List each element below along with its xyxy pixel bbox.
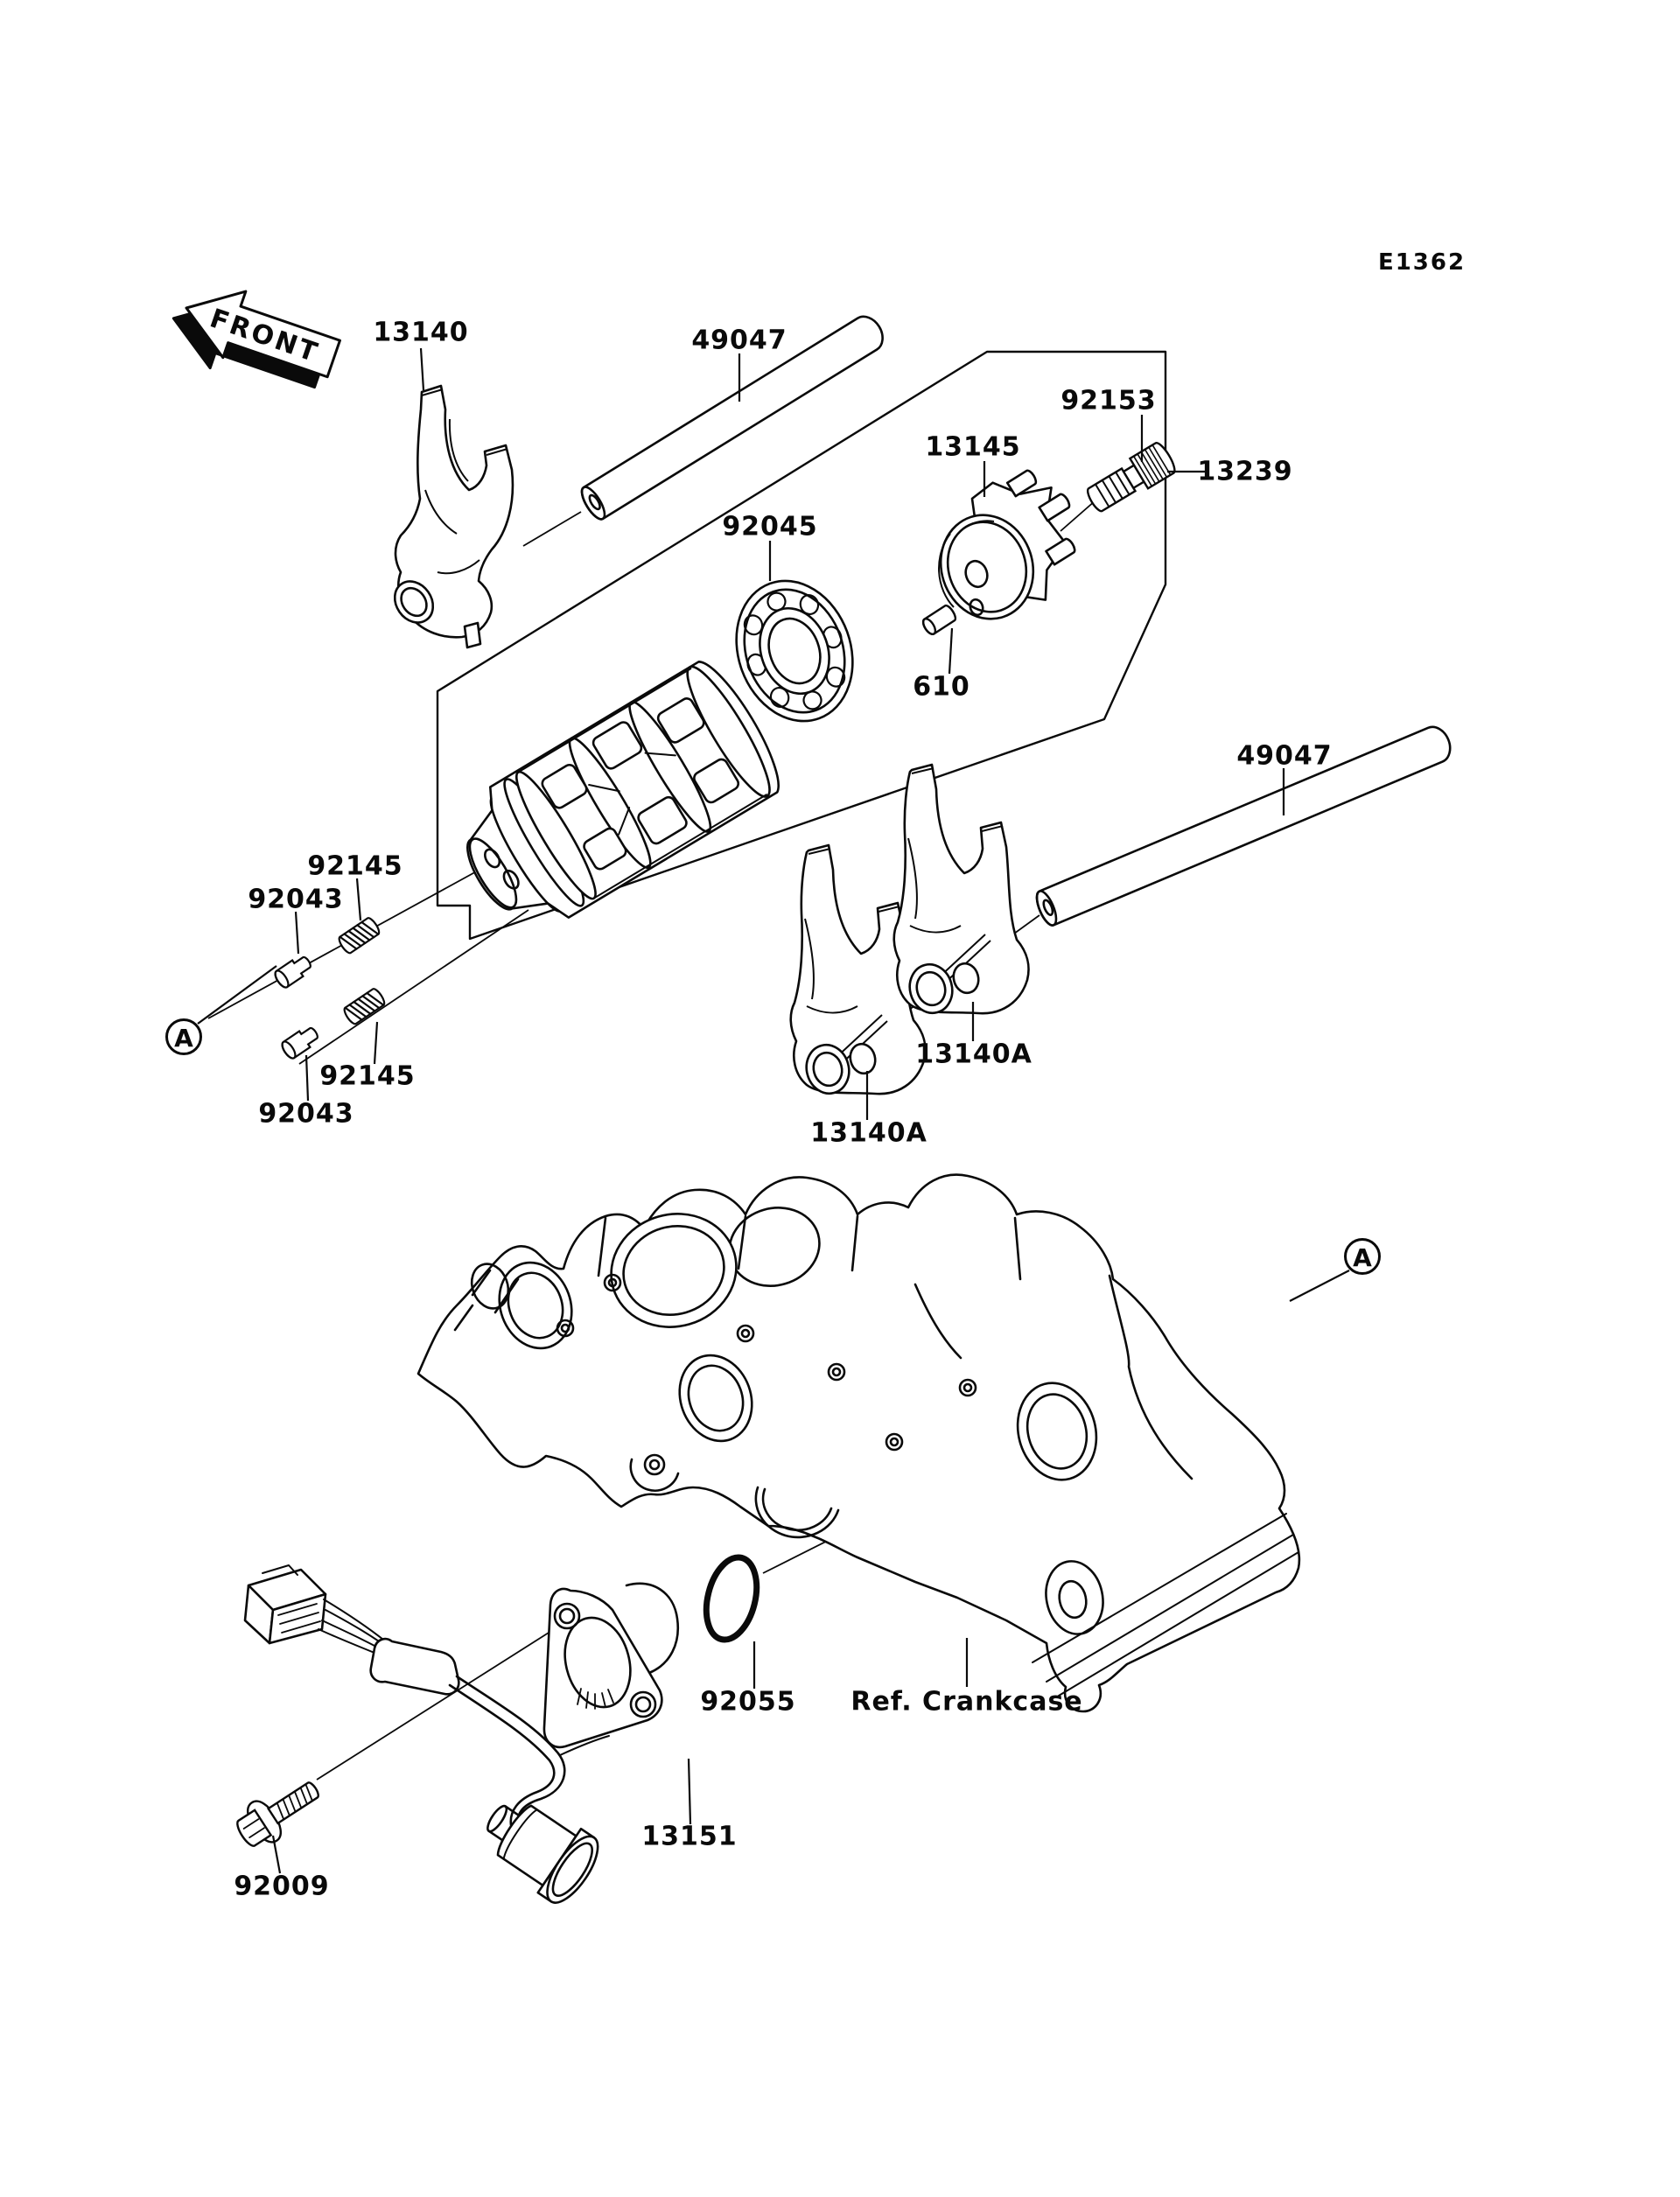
shift-drum-drawing <box>466 661 780 919</box>
part-label-92043-bottom: 92043 <box>258 1098 354 1130</box>
view-marker-A-left: A <box>165 1018 202 1055</box>
bearing-92045-drawing <box>735 579 854 723</box>
part-label-49047-right: 49047 <box>1236 740 1333 772</box>
part-label-13140: 13140 <box>373 317 469 348</box>
assembly-box-13239 <box>436 350 1167 941</box>
shift-fork-13140A-drawing <box>789 843 927 1095</box>
part-label-13239: 13239 <box>1197 456 1293 487</box>
part-label-92009: 92009 <box>234 1871 330 1902</box>
part-label-92043-top: 92043 <box>248 884 344 915</box>
shift-rod-lower-drawing <box>1035 725 1452 927</box>
part-label-ref-crankcase: Ref. Crankcase <box>850 1686 1083 1718</box>
drawing-code: E1362 <box>1377 249 1466 276</box>
shift-fork-13140-drawing <box>393 384 514 649</box>
part-label-610: 610 <box>913 671 970 703</box>
part-label-92153: 92153 <box>1060 385 1157 416</box>
part-label-92145-top: 92145 <box>307 850 403 882</box>
part-label-13145: 13145 <box>925 431 1021 463</box>
sensor-13151-drawing <box>243 1564 680 1904</box>
leader-lines <box>197 347 1350 1874</box>
part-label-92055: 92055 <box>700 1686 796 1718</box>
part-label-92145-bottom: 92145 <box>319 1060 416 1092</box>
detent-parts-drawing <box>274 917 386 1060</box>
part-label-13151: 13151 <box>641 1821 738 1852</box>
shift-rod-top-drawing <box>580 315 884 521</box>
cam-holder-13145-drawing <box>938 469 1076 620</box>
crankcase-drawing <box>416 1173 1301 1713</box>
view-marker-A-right: A <box>1344 1238 1381 1275</box>
part-label-13140A-right: 13140A <box>915 1039 1032 1070</box>
pin-610-drawing <box>921 604 957 636</box>
bolt-92009-drawing <box>236 1781 319 1847</box>
front-arrow: FRONT <box>172 290 341 389</box>
part-label-49047-top: 49047 <box>691 325 788 356</box>
part-label-92045: 92045 <box>722 511 818 542</box>
oring-92055-drawing <box>703 1554 760 1643</box>
screw-92153-drawing <box>1086 442 1176 513</box>
part-label-13140A-bottom: 13140A <box>810 1117 928 1149</box>
